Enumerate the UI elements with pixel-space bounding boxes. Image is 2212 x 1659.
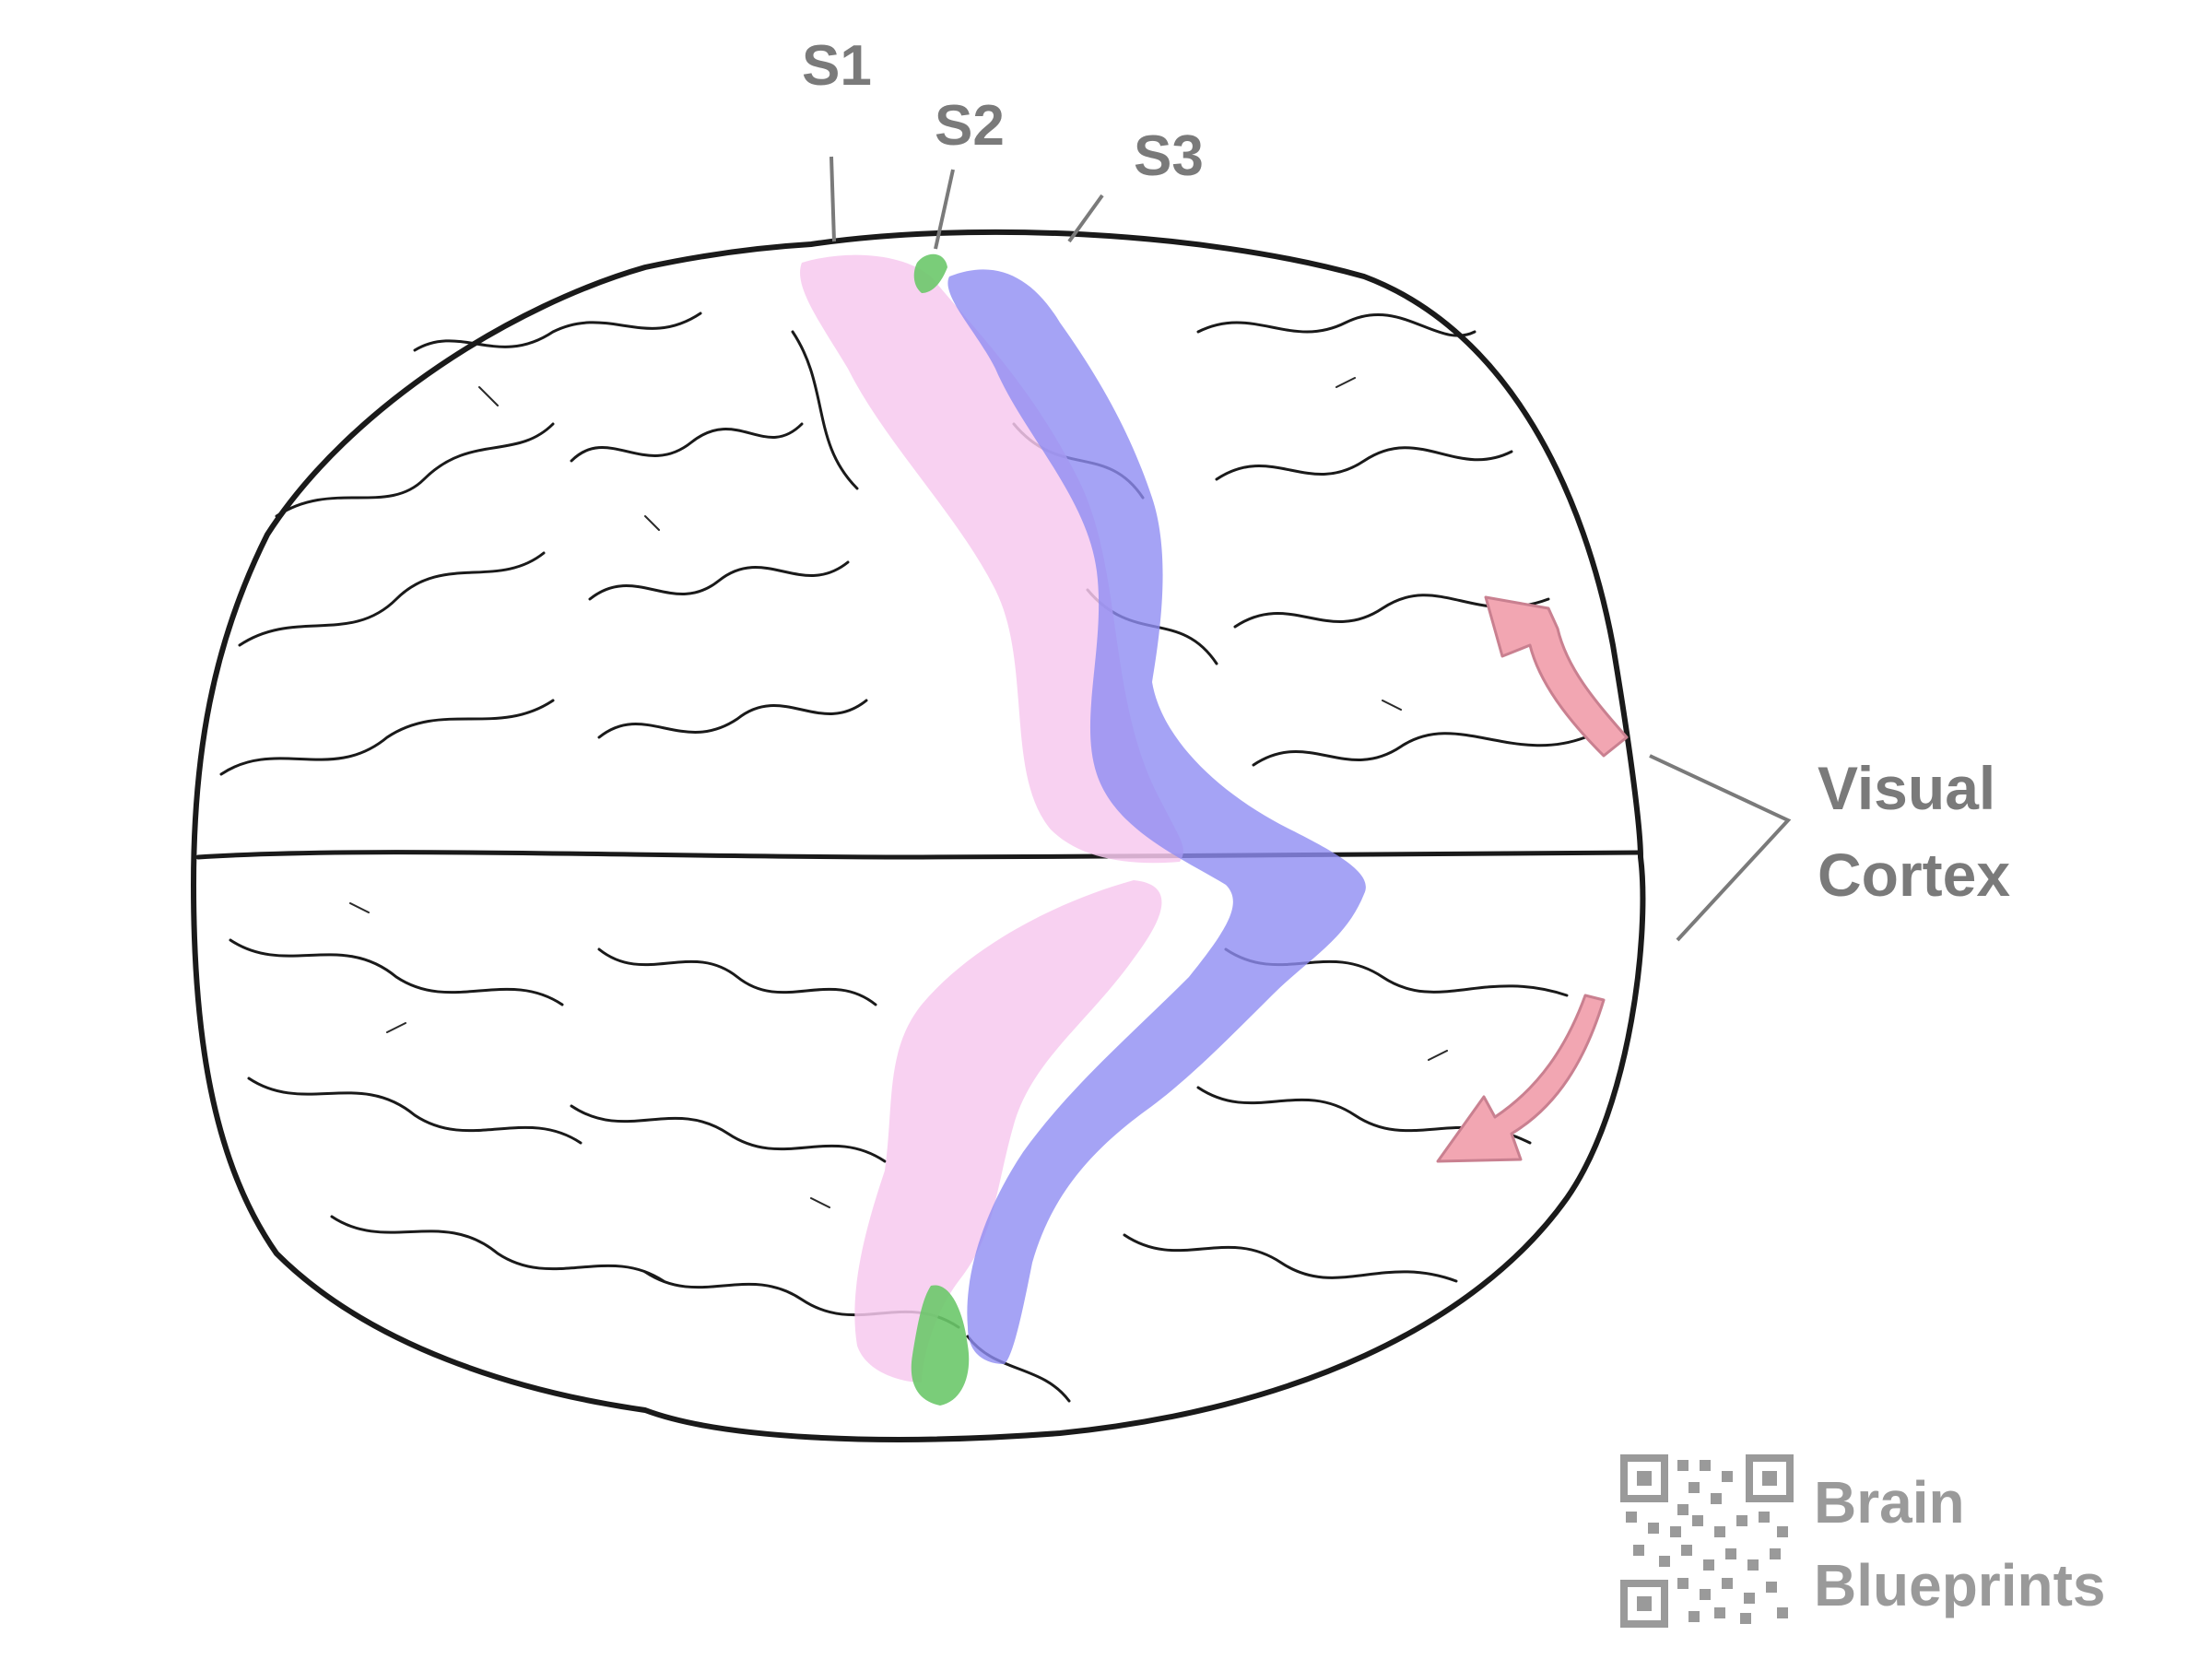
s2-leader-line [934, 169, 955, 250]
curved-arrow-up-icon [1484, 595, 1629, 758]
s2-label: S2 [935, 94, 1005, 158]
s1-label: S1 [802, 34, 872, 98]
brand-name-line1: Brain [1814, 1469, 1965, 1535]
brand-name-line2: Blueprints [1814, 1552, 2105, 1618]
visual-cortex-label-line2: Cortex [1818, 841, 2010, 909]
s3-leader-line [1067, 194, 1104, 243]
s3-region [947, 269, 1366, 1364]
s1-leader-line [830, 156, 836, 242]
visual-cortex-leader-line [1649, 754, 1792, 942]
s1-region [800, 254, 1183, 1382]
s3-label: S3 [1134, 124, 1204, 188]
qr-code-icon [1620, 1454, 1794, 1628]
brain-outline [191, 229, 1646, 1442]
leader-lines [830, 156, 1792, 942]
curved-arrow-down-icon [1436, 994, 1606, 1163]
visual-cortex-label-line1: Visual [1818, 754, 1995, 822]
s2-region [911, 253, 970, 1406]
